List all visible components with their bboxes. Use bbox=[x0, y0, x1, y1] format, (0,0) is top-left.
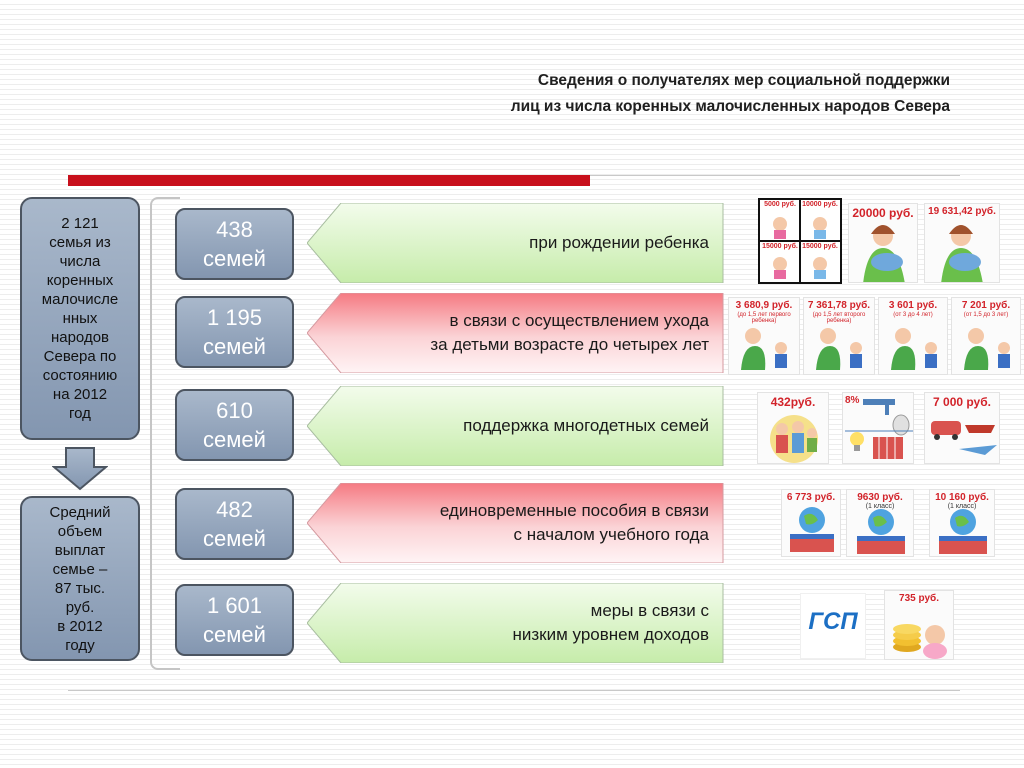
slide-title: Сведения о получателях мер социальной по… bbox=[350, 68, 950, 120]
group-bracket bbox=[150, 197, 180, 670]
banner-text-line: низким уровнем доходов bbox=[512, 625, 709, 644]
price-label: 432руб. bbox=[770, 395, 816, 409]
banner-text-line: за детьми возрасте до четырех лет bbox=[430, 335, 709, 354]
average-line: объем bbox=[57, 522, 103, 540]
average-payment-box: Средний объем выплат семье – 87 тыс. руб… bbox=[20, 496, 140, 661]
banner-low-income: меры в связи с низким уровнем доходов bbox=[307, 583, 725, 663]
school-globe-image: 10 160 руб. (1 класс) bbox=[929, 489, 995, 557]
summary-line: числа bbox=[59, 253, 101, 270]
price-label: 3 601 руб. bbox=[888, 300, 938, 311]
birth-grid-image: 5000 руб. 10000 руб. 15000 руб. 15000 ру… bbox=[758, 198, 842, 284]
childcare-image: 3 601 руб. (от 3 до 4 лет) bbox=[878, 297, 948, 375]
count-unit: семей bbox=[203, 246, 266, 271]
price-label: 8% bbox=[845, 395, 860, 406]
summary-line: на 2012 bbox=[52, 386, 108, 403]
banner-text-line: меры в связи с bbox=[590, 601, 709, 620]
utilities-image: 8% bbox=[842, 392, 914, 464]
price-label: 20000 руб. bbox=[852, 206, 914, 220]
grey-divider bbox=[590, 175, 960, 176]
count-box-childcare: 1 195 семей bbox=[175, 296, 294, 368]
summary-line: год bbox=[69, 405, 91, 422]
count-value: 438 bbox=[216, 217, 253, 242]
price-label: 735 руб. bbox=[899, 593, 939, 604]
price-label: 15000 руб. bbox=[802, 243, 838, 250]
price-label: 9630 руб. bbox=[857, 492, 903, 503]
banner-text-line: единовременные пособия в связи bbox=[439, 501, 709, 520]
gsp-label: ГСП bbox=[808, 608, 858, 635]
count-unit: семей bbox=[203, 622, 266, 647]
banner-school: единовременные пособия в связи с началом… bbox=[307, 483, 725, 563]
summary-line: 2 121 bbox=[61, 215, 99, 232]
count-unit: семей bbox=[203, 334, 266, 359]
count-value: 610 bbox=[216, 398, 253, 423]
summary-box: 2 121 семья из числа коренных малочисле … bbox=[20, 197, 140, 440]
count-value: 482 bbox=[216, 497, 253, 522]
summary-line: нных bbox=[62, 310, 98, 327]
price-note: (от 3 до 4 лет) bbox=[893, 312, 933, 318]
count-unit: семей bbox=[203, 526, 266, 551]
price-note: (до 1,5 лет второго ребенка) bbox=[812, 312, 866, 324]
average-line: выплат bbox=[54, 541, 106, 559]
price-label: 10 160 руб. bbox=[935, 492, 989, 503]
childcare-image: 3 680,9 руб. (до 1,5 лет первого ребенка… bbox=[728, 297, 800, 375]
average-line: семье – bbox=[52, 560, 108, 578]
transport-image: 7 000 руб. bbox=[924, 392, 1000, 464]
summary-line: Севера по bbox=[43, 348, 117, 365]
price-label: 5000 руб. bbox=[764, 201, 796, 208]
count-value: 1 601 bbox=[206, 593, 263, 618]
banner-text-line: в связи с осуществлением ухода bbox=[449, 311, 709, 330]
childcare-image: 7 361,78 руб. (до 1,5 лет второго ребенк… bbox=[803, 297, 875, 375]
price-label: 7 361,78 руб. bbox=[807, 300, 871, 311]
average-line: руб. bbox=[65, 598, 95, 616]
summary-line: коренных bbox=[46, 272, 114, 289]
price-label: 6 773 руб. bbox=[786, 492, 836, 503]
banner-text-line: поддержка многодетных семей bbox=[463, 416, 709, 435]
count-value: 1 195 bbox=[206, 305, 263, 330]
mother-baby-image: 19 631,42 руб. bbox=[924, 203, 1000, 283]
price-note: (до 1,5 лет первого ребенка) bbox=[737, 312, 791, 324]
average-line: 87 тыс. bbox=[54, 579, 106, 597]
arrow-down-icon bbox=[52, 447, 108, 491]
bottom-divider bbox=[68, 690, 960, 691]
banner-childcare: в связи с осуществлением ухода за детьми… bbox=[307, 293, 725, 373]
title-line-2: лиц из числа коренных малочисленных наро… bbox=[510, 98, 950, 115]
large-family-image: 432руб. bbox=[757, 392, 829, 464]
count-box-birth: 438 семей bbox=[175, 208, 294, 280]
count-box-school: 482 семей bbox=[175, 488, 294, 560]
title-line-1: Сведения о получателях мер социальной по… bbox=[537, 72, 950, 89]
summary-line: малочисле bbox=[41, 291, 119, 308]
school-globe-image: 6 773 руб. bbox=[781, 489, 841, 557]
price-label: 15000 руб. bbox=[762, 243, 798, 250]
price-label: 7 000 руб. bbox=[933, 395, 991, 409]
school-globe-image: 9630 руб. (1 класс) bbox=[846, 489, 914, 557]
banner-text-line: с началом учебного года bbox=[513, 525, 709, 544]
summary-line: народов bbox=[50, 329, 110, 346]
price-note: (от 1,5 до 3 лет) bbox=[963, 312, 1009, 318]
gsp-logo: ГСП bbox=[800, 593, 866, 659]
coins-baby-image: 735 руб. bbox=[884, 590, 954, 660]
price-label: 19 631,42 руб. bbox=[928, 206, 996, 217]
count-box-large-families: 610 семей bbox=[175, 389, 294, 461]
banner-text-line: при рождении ребенка bbox=[529, 233, 709, 252]
price-label: 3 680,9 руб. bbox=[735, 300, 793, 311]
price-note: (1 класс) bbox=[947, 503, 977, 510]
price-note: (1 класс) bbox=[865, 503, 895, 510]
average-line: году bbox=[65, 636, 95, 654]
red-divider bbox=[68, 175, 590, 186]
mother-baby-image: 20000 руб. bbox=[848, 203, 918, 283]
average-line: Средний bbox=[49, 503, 111, 521]
price-label: 10000 руб. bbox=[802, 201, 838, 208]
price-label: 7 201 руб. bbox=[961, 300, 1011, 311]
banner-birth: при рождении ребенка bbox=[307, 203, 725, 283]
count-unit: семей bbox=[203, 427, 266, 452]
summary-line: семья из bbox=[49, 234, 111, 251]
childcare-image: 7 201 руб. (от 1,5 до 3 лет) bbox=[951, 297, 1021, 375]
average-line: в 2012 bbox=[57, 617, 103, 635]
count-box-low-income: 1 601 семей bbox=[175, 584, 294, 656]
summary-line: состоянию bbox=[42, 367, 118, 384]
banner-large-families: поддержка многодетных семей bbox=[307, 386, 725, 466]
